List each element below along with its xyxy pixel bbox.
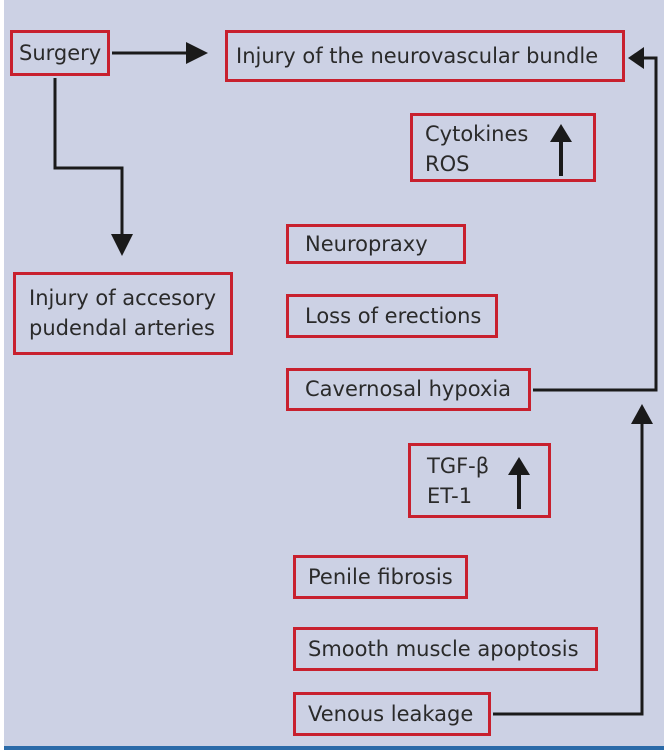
up-arrow-icon: [550, 124, 572, 176]
arrowhead-injury-nv-left: [186, 42, 208, 64]
node-label-line-1: Injury of accesory: [29, 286, 217, 310]
node-label: Loss of erections: [305, 304, 482, 328]
arrowhead-injury-accessory: [111, 234, 133, 256]
edge-hypoxia-to-injury-nv: [533, 56, 658, 392]
arrowhead-injury-nv-right: [628, 47, 644, 69]
bottom-frame-border: [4, 746, 664, 750]
node-label: Penile fibrosis: [308, 565, 453, 589]
node-label-line-2: ET-1: [427, 484, 473, 508]
node-penile-fibrosis: Penile fibrosis: [293, 555, 468, 599]
node-neuropraxy: Neuropraxy: [286, 224, 466, 264]
arrowhead-hypoxia: [631, 404, 653, 424]
edge-surgery-to-injury-accessory: [53, 78, 124, 238]
node-label: Neuropraxy: [305, 232, 428, 256]
node-surgery: Surgery: [10, 30, 110, 76]
diagram-canvas: [4, 0, 664, 750]
node-label: Surgery: [19, 41, 102, 65]
node-label: Cavernosal hypoxia: [305, 377, 512, 401]
node-label: Venous leakage: [308, 702, 474, 726]
node-injury-accessory-pudendal-arteries: Injury of accesory pudendal arteries: [13, 272, 233, 355]
node-cavernosal-hypoxia: Cavernosal hypoxia: [286, 368, 531, 411]
up-arrow-icon: [508, 457, 530, 509]
node-cytokines-ros: Cytokines ROS: [410, 113, 596, 182]
node-label-line-1: TGF-β: [427, 454, 490, 478]
edge-venous-to-hypoxia: [493, 420, 644, 716]
node-smooth-muscle-apoptosis: Smooth muscle apoptosis: [293, 627, 598, 671]
node-loss-of-erections: Loss of erections: [286, 294, 498, 338]
node-label-line-2: ROS: [425, 152, 470, 176]
node-tgf-et1: TGF-β ET-1: [408, 443, 551, 518]
node-label-line-2: pudendal arteries: [29, 316, 215, 340]
node-injury-neurovascular-bundle: Injury of the neurovascular bundle: [225, 30, 625, 82]
node-label-line-1: Cytokines: [425, 122, 529, 146]
node-label: Smooth muscle apoptosis: [308, 637, 579, 661]
node-label: Injury of the neurovascular bundle: [236, 44, 599, 68]
node-venous-leakage: Venous leakage: [293, 692, 491, 736]
